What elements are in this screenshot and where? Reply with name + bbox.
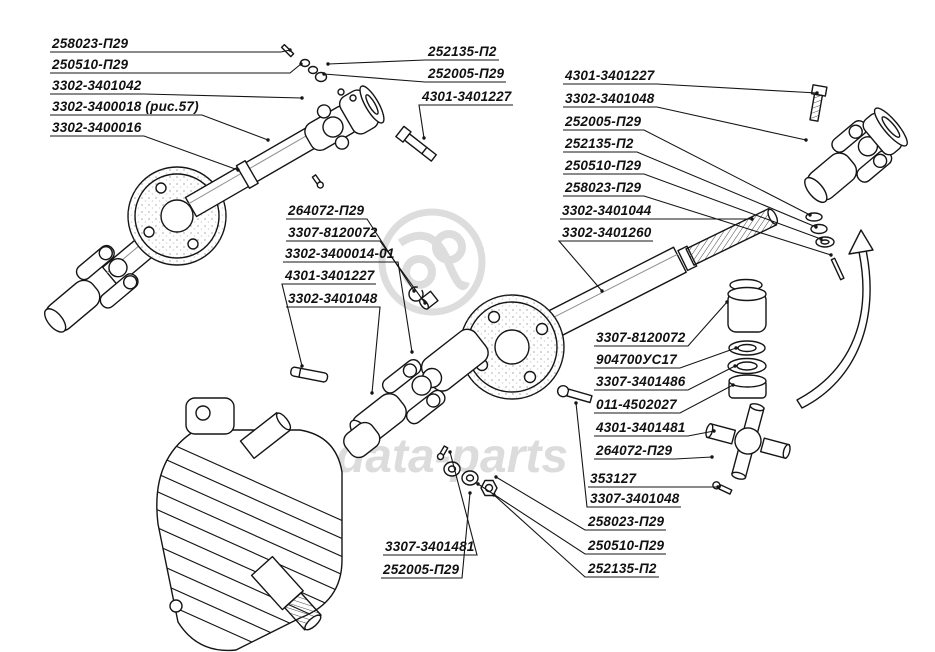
top-washers	[280, 43, 328, 83]
lower-yoke-upper-shaft	[43, 244, 139, 333]
flange-upper	[127, 166, 227, 266]
part-number-label: 250510-П29	[52, 57, 129, 72]
part-number-label: 252005-П29	[428, 66, 505, 81]
part-number-label: 258023-П29	[52, 36, 129, 51]
grease-fitting	[712, 481, 733, 495]
part-number-label: 3307-3401048	[590, 491, 680, 506]
part-number-label: 264072-П29	[288, 203, 365, 218]
part-number-label: 3302-3400016	[52, 120, 142, 135]
part-number-label: 3302-3401048	[565, 91, 655, 106]
bolt-top-middle	[395, 125, 437, 162]
part-number-label: 3302-3401042	[52, 78, 142, 93]
washer-2	[727, 357, 767, 375]
part-number-label: 3307-3401486	[596, 374, 686, 389]
bolt-flange-middle	[556, 384, 593, 404]
part-number-label: 258023-П29	[565, 180, 642, 195]
part-number-label: 252005-П29	[565, 114, 642, 129]
part-number-label: 258023-П29	[588, 514, 665, 529]
part-number-label: 3307-3401481	[385, 539, 475, 554]
part-number-label: 3307-8120072	[596, 330, 686, 345]
pin-middle-left	[290, 366, 329, 383]
part-number-label: 250510-П29	[565, 158, 642, 173]
grease-fitting-upper	[311, 174, 325, 189]
steering-gearbox	[156, 397, 343, 652]
part-number-label: 4301-3401227	[565, 68, 655, 83]
part-number-label: 3302-3400014-01	[285, 246, 395, 261]
part-number-label: 3302-3401044	[562, 203, 652, 218]
part-number-label: 353127	[590, 471, 637, 486]
ujoint-parts-stack	[705, 278, 791, 495]
part-number-label: 3302-3401048	[288, 291, 378, 306]
part-number-label: 904700УС17	[596, 352, 677, 367]
upper-ujoint	[304, 85, 385, 152]
part-number-label: 252135-П2	[428, 44, 497, 59]
part-number-label: 3302-3400018 (рис.57)	[52, 99, 199, 114]
part-number-label: 011-4502027	[596, 397, 677, 412]
part-number-label: 3307-8120072	[288, 225, 378, 240]
cross-journal	[705, 403, 791, 480]
part-number-label: 252135-П2	[588, 561, 657, 576]
part-number-label: 252135-П2	[565, 136, 634, 151]
splined-shaft-end	[677, 207, 779, 272]
part-number-label: 264072-П29	[596, 443, 673, 458]
upper-shaft-assembly	[43, 85, 385, 333]
part-number-label: 4301-3401227	[422, 89, 512, 104]
part-number-label: 4301-3401481	[596, 420, 686, 435]
direction-arrow	[796, 229, 874, 409]
part-number-label: 3302-3401260	[562, 225, 652, 240]
top-right-joint	[804, 84, 908, 281]
part-number-label: 250510-П29	[588, 538, 665, 553]
washer-1	[728, 340, 766, 356]
bolt-top-right	[809, 84, 828, 122]
gearbox-output-shaft	[250, 555, 322, 631]
part-number-label: 252005-П29	[383, 562, 460, 577]
part-number-label: 4301-3401227	[285, 268, 375, 283]
